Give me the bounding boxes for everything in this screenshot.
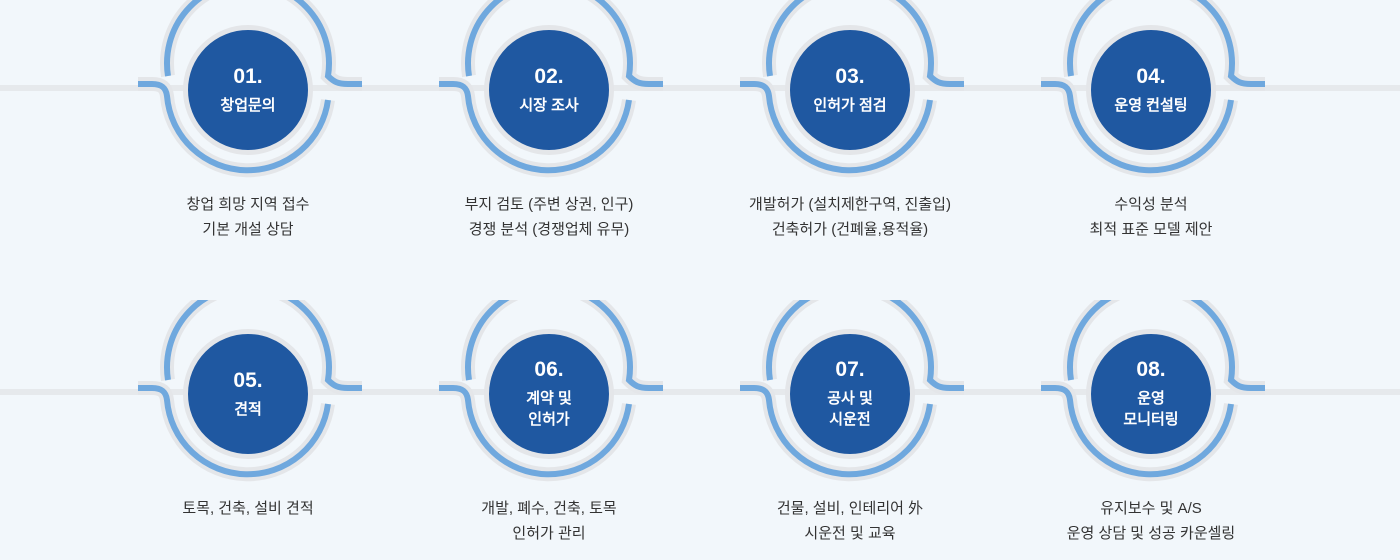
step-desc-line: 기본 개설 상담 [202, 221, 294, 238]
ring-icon [740, 0, 964, 178]
step-badge: 06. 계약 및 인허가 [484, 329, 614, 459]
step-title: 시장 조사 [519, 96, 579, 114]
step-desc-line: 개발, 폐수, 건축, 토목 [481, 500, 617, 517]
ring-icon [740, 300, 964, 482]
ring-icon [439, 300, 663, 482]
process-step: 08. 운영 모니터링 유지보수 및 A/S 운영 상담 및 성공 카운셀링 [1003, 300, 1303, 560]
step-description: 개발허가 (설치제한구역, 진출입) 건축허가 (건폐율,용적율) [702, 192, 998, 242]
step-desc-line: 건물, 설비, 인테리어 外 [776, 500, 924, 517]
process-step: 02. 시장 조사 부지 검토 (주변 상권, 인구) 경쟁 분석 (경쟁업체 … [401, 0, 701, 256]
step-description: 부지 검토 (주변 상권, 인구) 경쟁 분석 (경쟁업체 유무) [401, 192, 697, 242]
step-number: 08. [1136, 358, 1166, 381]
step-desc-line: 운영 상담 및 성공 카운셀링 [1066, 525, 1236, 542]
step-number: 04. [1136, 64, 1166, 88]
step-number: 03. [835, 64, 865, 88]
ring-icon [138, 300, 362, 482]
ring-icon [138, 0, 362, 178]
step-description: 토목, 건축, 설비 견적 [100, 496, 396, 521]
step-number: 07. [835, 358, 865, 381]
step-badge: 04. 운영 컨설팅 [1086, 25, 1216, 155]
step-title: 창업문의 [220, 96, 276, 114]
step-desc-line: 유지보수 및 A/S [1100, 500, 1202, 517]
step-number: 05. [233, 368, 263, 392]
step-badge: 02. 시장 조사 [484, 25, 614, 155]
ring-icon [439, 0, 663, 178]
process-step: 01. 창업문의 창업 희망 지역 접수 기본 개설 상담 [100, 0, 400, 256]
step-number: 01. [233, 64, 263, 88]
ring-icon [1041, 0, 1265, 178]
step-desc-line: 토목, 건축, 설비 견적 [182, 500, 314, 517]
ring-icon [1041, 300, 1265, 482]
step-desc-line: 부지 검토 (주변 상권, 인구) [464, 196, 634, 213]
step-desc-line: 시운전 및 교육 [804, 525, 896, 542]
step-number: 02. [534, 64, 564, 88]
timeline-track-row1 [0, 85, 1400, 91]
step-desc-line: 창업 희망 지역 접수 [186, 196, 310, 213]
step-desc-line: 경쟁 분석 (경쟁업체 유무) [468, 221, 630, 238]
step-desc-line: 수익성 분석 [1114, 196, 1188, 213]
step-description: 수익성 분석 최적 표준 모델 제안 [1003, 192, 1299, 242]
process-step: 07. 공사 및 시운전 건물, 설비, 인테리어 外 시운전 및 교육 [702, 300, 1002, 560]
step-description: 개발, 폐수, 건축, 토목 인허가 관리 [401, 496, 697, 546]
step-description: 유지보수 및 A/S 운영 상담 및 성공 카운셀링 [1003, 496, 1299, 546]
step-title: 공사 및 시운전 [827, 390, 873, 428]
process-step: 03. 인허가 점검 개발허가 (설치제한구역, 진출입) 건축허가 (건폐율,… [702, 0, 1002, 256]
step-description: 창업 희망 지역 접수 기본 개설 상담 [100, 192, 396, 242]
process-step: 04. 운영 컨설팅 수익성 분석 최적 표준 모델 제안 [1003, 0, 1303, 256]
step-title: 견적 [234, 400, 262, 418]
step-desc-line: 개발허가 (설치제한구역, 진출입) [749, 196, 951, 213]
step-title: 운영 컨설팅 [1114, 96, 1188, 114]
step-badge: 07. 공사 및 시운전 [785, 329, 915, 459]
step-desc-line: 인허가 관리 [512, 525, 586, 542]
step-desc-line: 건축허가 (건폐율,용적율) [771, 221, 929, 238]
step-number: 06. [534, 358, 564, 381]
step-badge: 05. 견적 [183, 329, 313, 459]
step-description: 건물, 설비, 인테리어 外 시운전 및 교육 [702, 496, 998, 546]
step-badge: 08. 운영 모니터링 [1086, 329, 1216, 459]
step-badge: 01. 창업문의 [183, 25, 313, 155]
timeline-track-row2 [0, 389, 1400, 395]
process-step: 05. 견적 토목, 건축, 설비 견적 [100, 300, 400, 560]
step-desc-line: 최적 표준 모델 제안 [1089, 221, 1213, 238]
step-title: 계약 및 인허가 [526, 390, 572, 428]
step-badge: 03. 인허가 점검 [785, 25, 915, 155]
step-title: 인허가 점검 [813, 96, 887, 114]
process-step: 06. 계약 및 인허가 개발, 폐수, 건축, 토목 인허가 관리 [401, 300, 701, 560]
step-title: 운영 모니터링 [1123, 390, 1179, 428]
